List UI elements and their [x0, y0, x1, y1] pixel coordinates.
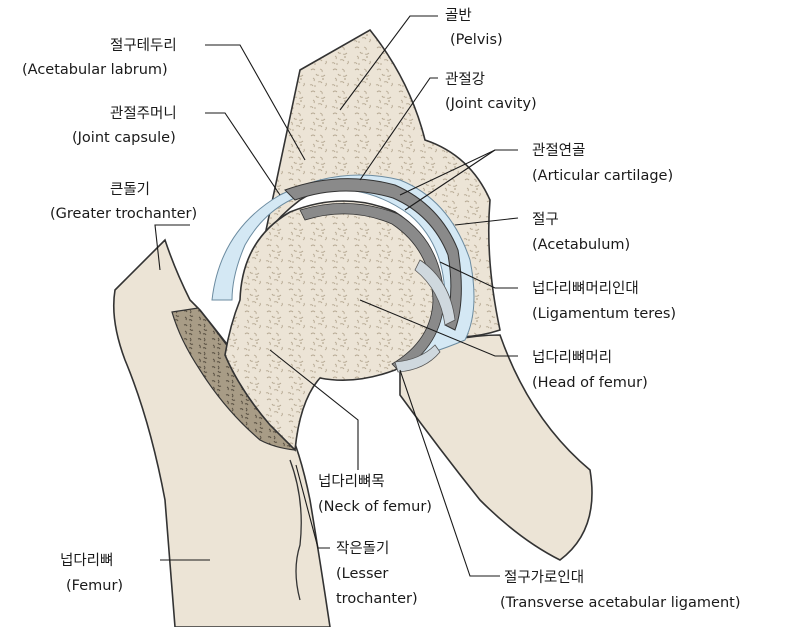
- ischium-bone: [399, 334, 593, 561]
- leader-lines: [154, 15, 519, 577]
- svg-text:관절강: 관절강: [445, 71, 485, 88]
- svg-text:절구: 절구: [532, 211, 559, 228]
- svg-text:큰돌기: 큰돌기: [110, 181, 150, 198]
- svg-text:절구테두리: 절구테두리: [110, 37, 177, 54]
- acetabular-cartilage: [284, 178, 462, 331]
- label-joint-cavity: 관절강 (Joint cavity): [445, 71, 537, 112]
- svg-text:(Acetabulum): (Acetabulum): [532, 237, 630, 253]
- label-articular-cartilage: 관절연골 (Articular cartilage): [532, 142, 673, 184]
- label-lesser-trochanter: 작은돌기 (Lesser trochanter): [336, 540, 418, 607]
- label-neck-of-femur: 넙다리뼈목 (Neck of femur): [318, 473, 432, 515]
- svg-text:골반: 골반: [445, 7, 472, 24]
- label-acetabulum: 절구 (Acetabulum): [532, 211, 630, 253]
- svg-text:(Pelvis): (Pelvis): [450, 32, 503, 48]
- label-femur: 넙다리뼈 (Femur): [60, 552, 123, 594]
- svg-text:넙다리뼈목: 넙다리뼈목: [318, 473, 385, 490]
- svg-text:(Neck of femur): (Neck of femur): [318, 499, 432, 515]
- svg-text:(Greater trochanter): (Greater trochanter): [50, 206, 197, 222]
- label-acetabular-labrum: 절구테두리 (Acetabular labrum): [22, 37, 177, 78]
- svg-text:(Lesser: (Lesser: [336, 566, 388, 582]
- svg-text:(Acetabular labrum): (Acetabular labrum): [22, 62, 168, 78]
- svg-text:(Transverse acetabular ligamen: (Transverse acetabular ligament): [500, 595, 740, 611]
- svg-text:(Femur): (Femur): [66, 578, 123, 594]
- svg-text:(Joint capsule): (Joint capsule): [72, 130, 176, 146]
- label-joint-capsule: 관절주머니 (Joint capsule): [72, 105, 177, 146]
- svg-text:관절주머니: 관절주머니: [110, 105, 177, 122]
- svg-text:(Joint cavity): (Joint cavity): [445, 96, 537, 112]
- svg-text:관절연골: 관절연골: [532, 142, 585, 159]
- label-ligamentum-teres: 넙다리뼈머리인대 (Ligamentum teres): [532, 280, 676, 322]
- svg-text:넙다리뼈: 넙다리뼈: [60, 552, 113, 569]
- svg-text:넙다리뼈머리인대: 넙다리뼈머리인대: [532, 280, 639, 297]
- lesser-trochanter-contour: [289, 459, 302, 601]
- label-transverse-ligament: 절구가로인대 (Transverse acetabular ligament): [500, 569, 740, 611]
- transverse-ligament: [394, 344, 441, 373]
- svg-text:작은돌기: 작은돌기: [336, 540, 389, 557]
- label-pelvis: 골반 (Pelvis): [445, 7, 503, 48]
- svg-text:절구가로인대: 절구가로인대: [504, 569, 584, 586]
- svg-text:(Head of femur): (Head of femur): [532, 375, 648, 391]
- svg-text:(Ligamentum teres): (Ligamentum teres): [532, 306, 676, 322]
- ligamentum-teres: [414, 259, 456, 326]
- svg-text:(Articular cartilage): (Articular cartilage): [532, 168, 673, 184]
- label-head-of-femur: 넙다리뼈머리 (Head of femur): [532, 349, 648, 391]
- svg-text:넙다리뼈머리: 넙다리뼈머리: [532, 349, 612, 366]
- svg-text:trochanter): trochanter): [336, 591, 418, 607]
- label-greater-trochanter: 큰돌기 (Greater trochanter): [50, 181, 197, 222]
- femur-bone: [112, 238, 331, 627]
